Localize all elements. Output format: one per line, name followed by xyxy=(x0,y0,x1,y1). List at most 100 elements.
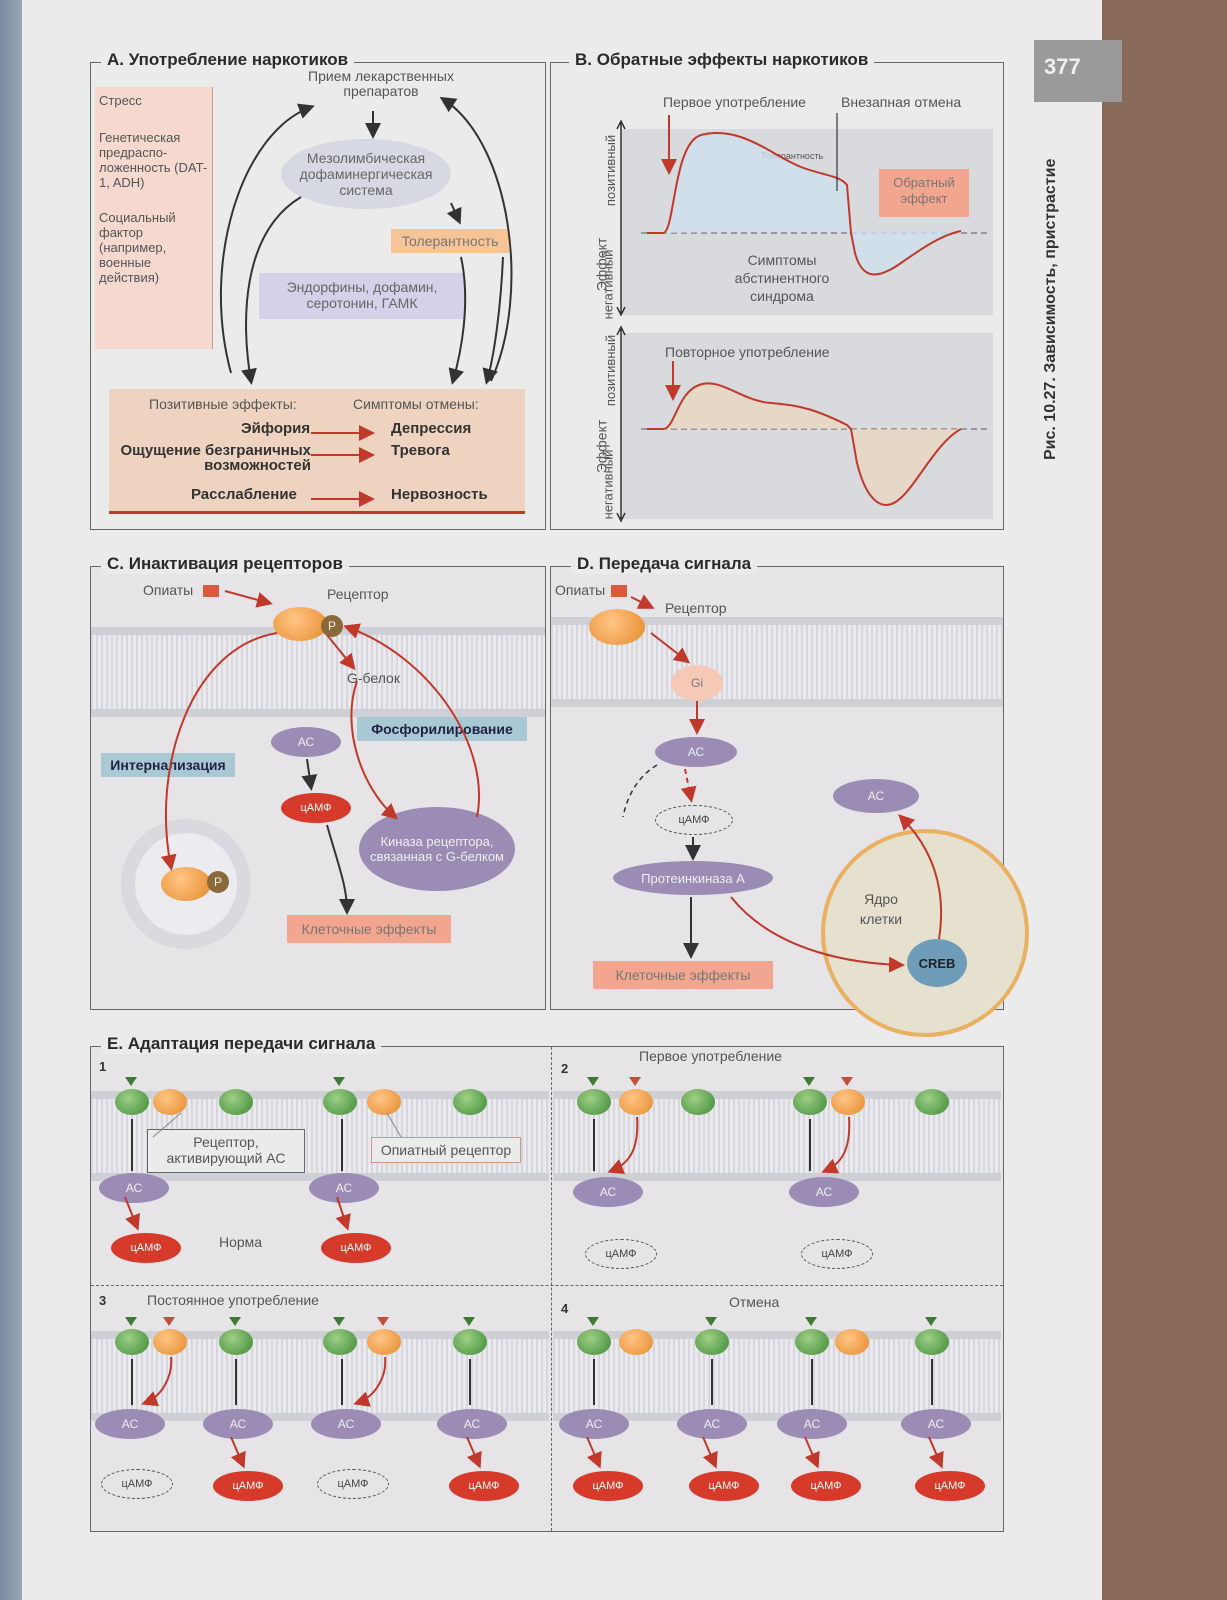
camp-icon: цАМФ xyxy=(915,1471,985,1501)
sudden-stop-label: Внезапная отмена xyxy=(841,94,962,110)
opiate-square-c xyxy=(203,585,219,597)
textbook-page: 377 Рис. 10.27. Зависимость, пристрастие… xyxy=(22,0,1122,1600)
withdrawal-header: Симптомы отмены: xyxy=(353,396,479,412)
panel-c-title: С. Инактивация рецепторов xyxy=(101,554,349,574)
camp-icon: цАМФ xyxy=(317,1469,389,1499)
arrow xyxy=(131,1359,133,1405)
camp-icon: цАМФ xyxy=(111,1233,181,1263)
arrow xyxy=(809,1119,811,1171)
camp-icon: цАМФ xyxy=(101,1469,173,1499)
panel-e-red-arrows xyxy=(124,1112,944,1469)
arrow xyxy=(811,1359,813,1405)
arrow xyxy=(593,1359,595,1405)
quadrant-1-number: 1 xyxy=(99,1059,107,1074)
factor-stress: Стресс xyxy=(99,93,142,108)
withdrawal-2: Тревога xyxy=(391,442,450,459)
first-use-label: Первое употребление xyxy=(663,94,806,110)
withdrawal-e: Отмена xyxy=(729,1294,780,1310)
ac-receptor-icon xyxy=(915,1329,949,1355)
arrow xyxy=(469,1359,471,1405)
creb: CREB xyxy=(907,939,967,987)
ac-receptor-icon xyxy=(453,1329,487,1355)
effect-curves xyxy=(616,113,991,523)
opiate-receptor-icon xyxy=(367,1089,401,1115)
ac-icon: АС xyxy=(309,1173,379,1203)
ac-receptor-icon xyxy=(915,1089,949,1115)
camp-icon: цАМФ xyxy=(801,1239,873,1269)
ac-receptor-icon xyxy=(577,1329,611,1355)
ac-receptor-icon xyxy=(323,1089,357,1115)
opiates-label-d: Опиаты xyxy=(555,582,606,598)
panel-a: А. Употребление наркотиков Прием лекарст… xyxy=(90,50,546,530)
nucleus-label: Ядро клетки xyxy=(859,891,903,927)
arrow xyxy=(341,1359,343,1405)
ac-icon: АС xyxy=(573,1177,643,1207)
ac-icon: АС xyxy=(677,1409,747,1439)
opiate-receptor-icon xyxy=(619,1329,653,1355)
panel-d: D. Передача сигнала Опиаты Рецептор Gi А… xyxy=(550,554,1029,1037)
ac-receptor-icon xyxy=(323,1329,357,1355)
ac-receptor-icon xyxy=(793,1089,827,1115)
page-number: 377 xyxy=(1044,54,1081,79)
opiate-receptor-d xyxy=(589,609,645,645)
cell-effects-c: Клеточные эффекты xyxy=(287,915,451,943)
ligand-icon xyxy=(705,1317,717,1326)
ac-d-new: АС xyxy=(833,779,919,813)
receptor-label-c: Рецептор xyxy=(327,586,389,602)
ac-icon: АС xyxy=(789,1177,859,1207)
mesolimbic-system: Мезолимбическая дофаминергическая систем… xyxy=(281,139,451,209)
phosphorylation-box: Фосфорилирование xyxy=(357,717,527,741)
ligand-icon xyxy=(125,1077,137,1086)
ac-receptor-icon xyxy=(681,1089,715,1115)
arrow xyxy=(131,1119,133,1171)
withdrawal-1: Депрессия xyxy=(391,420,472,437)
ac-icon: АС xyxy=(203,1409,273,1439)
camp-icon: цАМФ xyxy=(449,1471,519,1501)
repeat-use-label: Повторное употребление xyxy=(665,344,830,360)
ac-c: АС xyxy=(271,727,341,757)
factors-box: Стресс Генетическая предраспо-ложенность… xyxy=(95,87,213,349)
camp-d: цАМФ xyxy=(655,805,733,835)
opiate-receptor-icon xyxy=(619,1089,653,1115)
arrow xyxy=(235,1359,237,1405)
opiates-label-c: Опиаты xyxy=(143,582,194,598)
factor-social: Социальный фактор (например, военные дей… xyxy=(99,210,176,285)
opiate-receptor-c xyxy=(273,607,327,641)
opiate-receptor-icon xyxy=(835,1329,869,1355)
positive-header: Позитивные эффекты: xyxy=(149,396,297,412)
opiate-receptor-icon xyxy=(153,1329,187,1355)
panel-c: С. Инактивация рецепторов Опиаты Рецепто… xyxy=(90,554,546,1010)
camp-icon: цАМФ xyxy=(213,1471,283,1501)
opiate-square-d xyxy=(611,585,627,597)
arrow xyxy=(593,1119,595,1171)
ac-receptor-icon xyxy=(577,1089,611,1115)
opiate-receptor-icon xyxy=(831,1089,865,1115)
panel-a-title: А. Употребление наркотиков xyxy=(101,50,355,70)
pka: Протеинкиназа А xyxy=(613,861,773,895)
ligand-icon xyxy=(333,1077,345,1086)
page-number-tab xyxy=(1034,40,1122,102)
ligand-icon xyxy=(333,1317,345,1326)
ac-receptor-icon xyxy=(115,1089,149,1115)
cell-effects-d: Клеточные эффекты xyxy=(593,961,773,989)
effects-box xyxy=(109,389,525,514)
ac-receptor-icon xyxy=(695,1329,729,1355)
quadrant-2-number: 2 xyxy=(561,1061,569,1076)
opiate-receptor-icon xyxy=(153,1089,187,1115)
ac-receptor-icon xyxy=(115,1329,149,1355)
ligand-icon xyxy=(463,1317,475,1326)
internalized-receptor xyxy=(161,867,211,901)
opiate-ligand-icon xyxy=(377,1317,389,1326)
ac-receptor-icon xyxy=(795,1329,829,1355)
camp-icon: цАМФ xyxy=(321,1233,391,1263)
figure-caption: Рис. 10.27. Зависимость, пристрастие xyxy=(1042,158,1059,460)
factor-genetic: Генетическая предраспо-ложенность (DAT-1… xyxy=(99,130,208,190)
divider-vertical xyxy=(551,1047,552,1531)
panel-b-title: В. Обратные эффекты наркотиков xyxy=(569,50,875,70)
ac-icon: АС xyxy=(99,1173,169,1203)
ac-icon: АС xyxy=(95,1409,165,1439)
opiate-ligand-icon xyxy=(629,1077,641,1086)
panel-e: Е. Адаптация передачи сигнала 1 2 3 4 Пе… xyxy=(90,1034,1004,1532)
panel-e-title: Е. Адаптация передачи сигнала xyxy=(101,1034,382,1054)
ligand-icon xyxy=(587,1317,599,1326)
